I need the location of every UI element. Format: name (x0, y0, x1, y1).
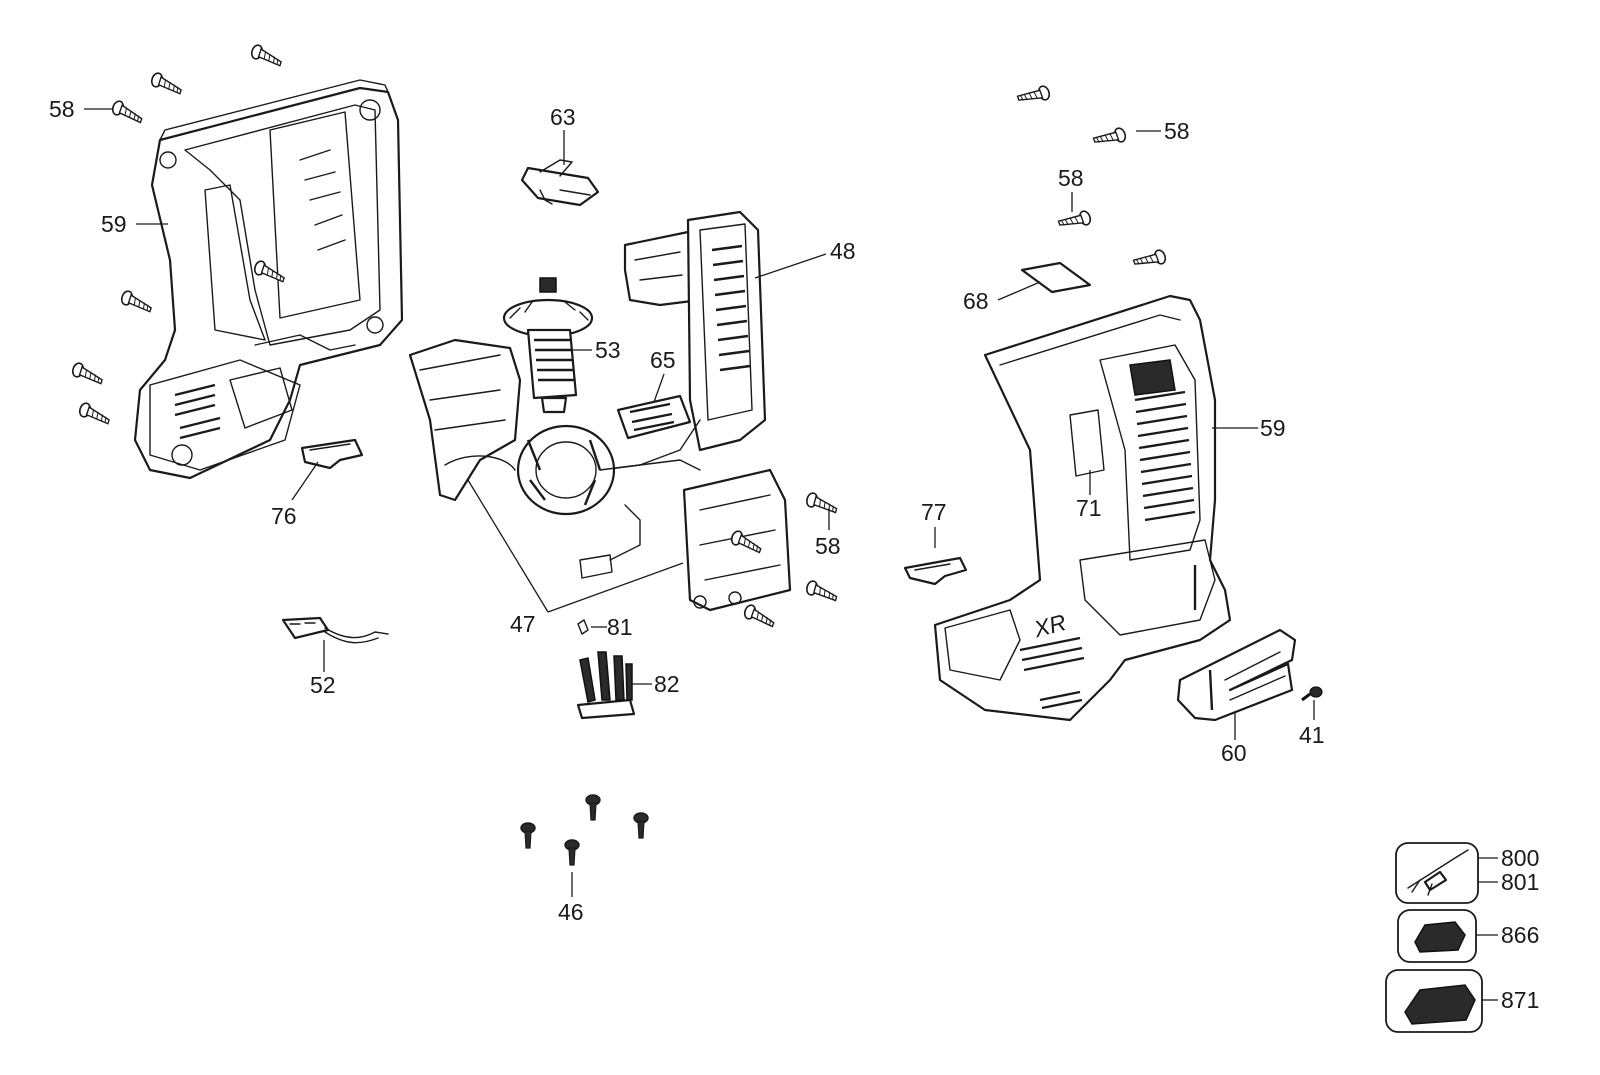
callout-46: 46 (558, 899, 584, 925)
part-76-clip (300, 438, 364, 470)
callout-59-left: 59 (101, 211, 127, 237)
callout-801: 801 (1501, 869, 1539, 895)
inset-866 (1397, 909, 1477, 963)
callout-68: 68 (963, 288, 989, 314)
callout-60: 60 (1221, 740, 1247, 766)
part-77-clip (903, 556, 968, 586)
screw-41 (1301, 686, 1323, 702)
callout-53: 53 (595, 337, 621, 363)
screw-58-a (110, 98, 146, 125)
callout-59-right: 59 (1260, 415, 1286, 441)
screw-58-e (119, 288, 155, 314)
part-65-circuit-board (616, 394, 692, 440)
screw-46-b (520, 822, 536, 849)
part-52-wire-switch (281, 616, 389, 644)
callout-58-a: 58 (49, 96, 75, 122)
screw-58-r-a (1016, 83, 1052, 110)
inset-800-801 (1395, 842, 1479, 904)
part-81-spring (577, 619, 589, 635)
part-53-armature (502, 277, 594, 414)
callout-63: 63 (550, 104, 576, 130)
callout-58-b: 58 (1164, 118, 1190, 144)
screw-46-d (564, 839, 580, 866)
inset-871 (1385, 969, 1483, 1033)
screw-46-c (633, 812, 649, 839)
screw-58-r-d (1132, 247, 1168, 274)
screw-58-g (77, 400, 113, 426)
label-68 (1020, 261, 1092, 294)
callout-871: 871 (1501, 987, 1539, 1013)
callout-65: 65 (650, 347, 676, 373)
callout-866: 866 (1501, 922, 1539, 948)
callout-58-mid: 58 (815, 533, 841, 559)
right-housing-half: XR (933, 294, 1232, 722)
screw-58-mid-b (804, 579, 840, 603)
screw-58-f (70, 360, 106, 386)
part-48-handle-frame (599, 210, 767, 471)
callout-48: 48 (830, 238, 856, 264)
screw-46-a (585, 794, 601, 821)
callout-58-c: 58 (1058, 165, 1084, 191)
left-housing-half (133, 79, 404, 480)
part-82-brush-holder (576, 651, 636, 720)
screw-58-mid-a (804, 491, 840, 515)
part-63-switch (520, 159, 600, 207)
callout-81: 81 (607, 614, 633, 640)
screw-58-r-b (1092, 125, 1128, 152)
callout-41: 41 (1299, 722, 1325, 748)
callout-77: 77 (921, 499, 947, 525)
part-60-belt-hook (1176, 628, 1297, 722)
screw-58-r-c (1057, 208, 1093, 235)
callout-82: 82 (654, 671, 680, 697)
callout-800: 800 (1501, 845, 1539, 871)
callout-47: 47 (510, 611, 536, 637)
leader-lines (84, 108, 1498, 1001)
screw-58-c (249, 42, 285, 68)
callout-52: 52 (310, 672, 336, 698)
callout-76: 76 (271, 503, 297, 529)
screw-58-b (149, 70, 185, 96)
callout-71: 71 (1076, 495, 1102, 521)
screw-47-b (742, 602, 778, 629)
